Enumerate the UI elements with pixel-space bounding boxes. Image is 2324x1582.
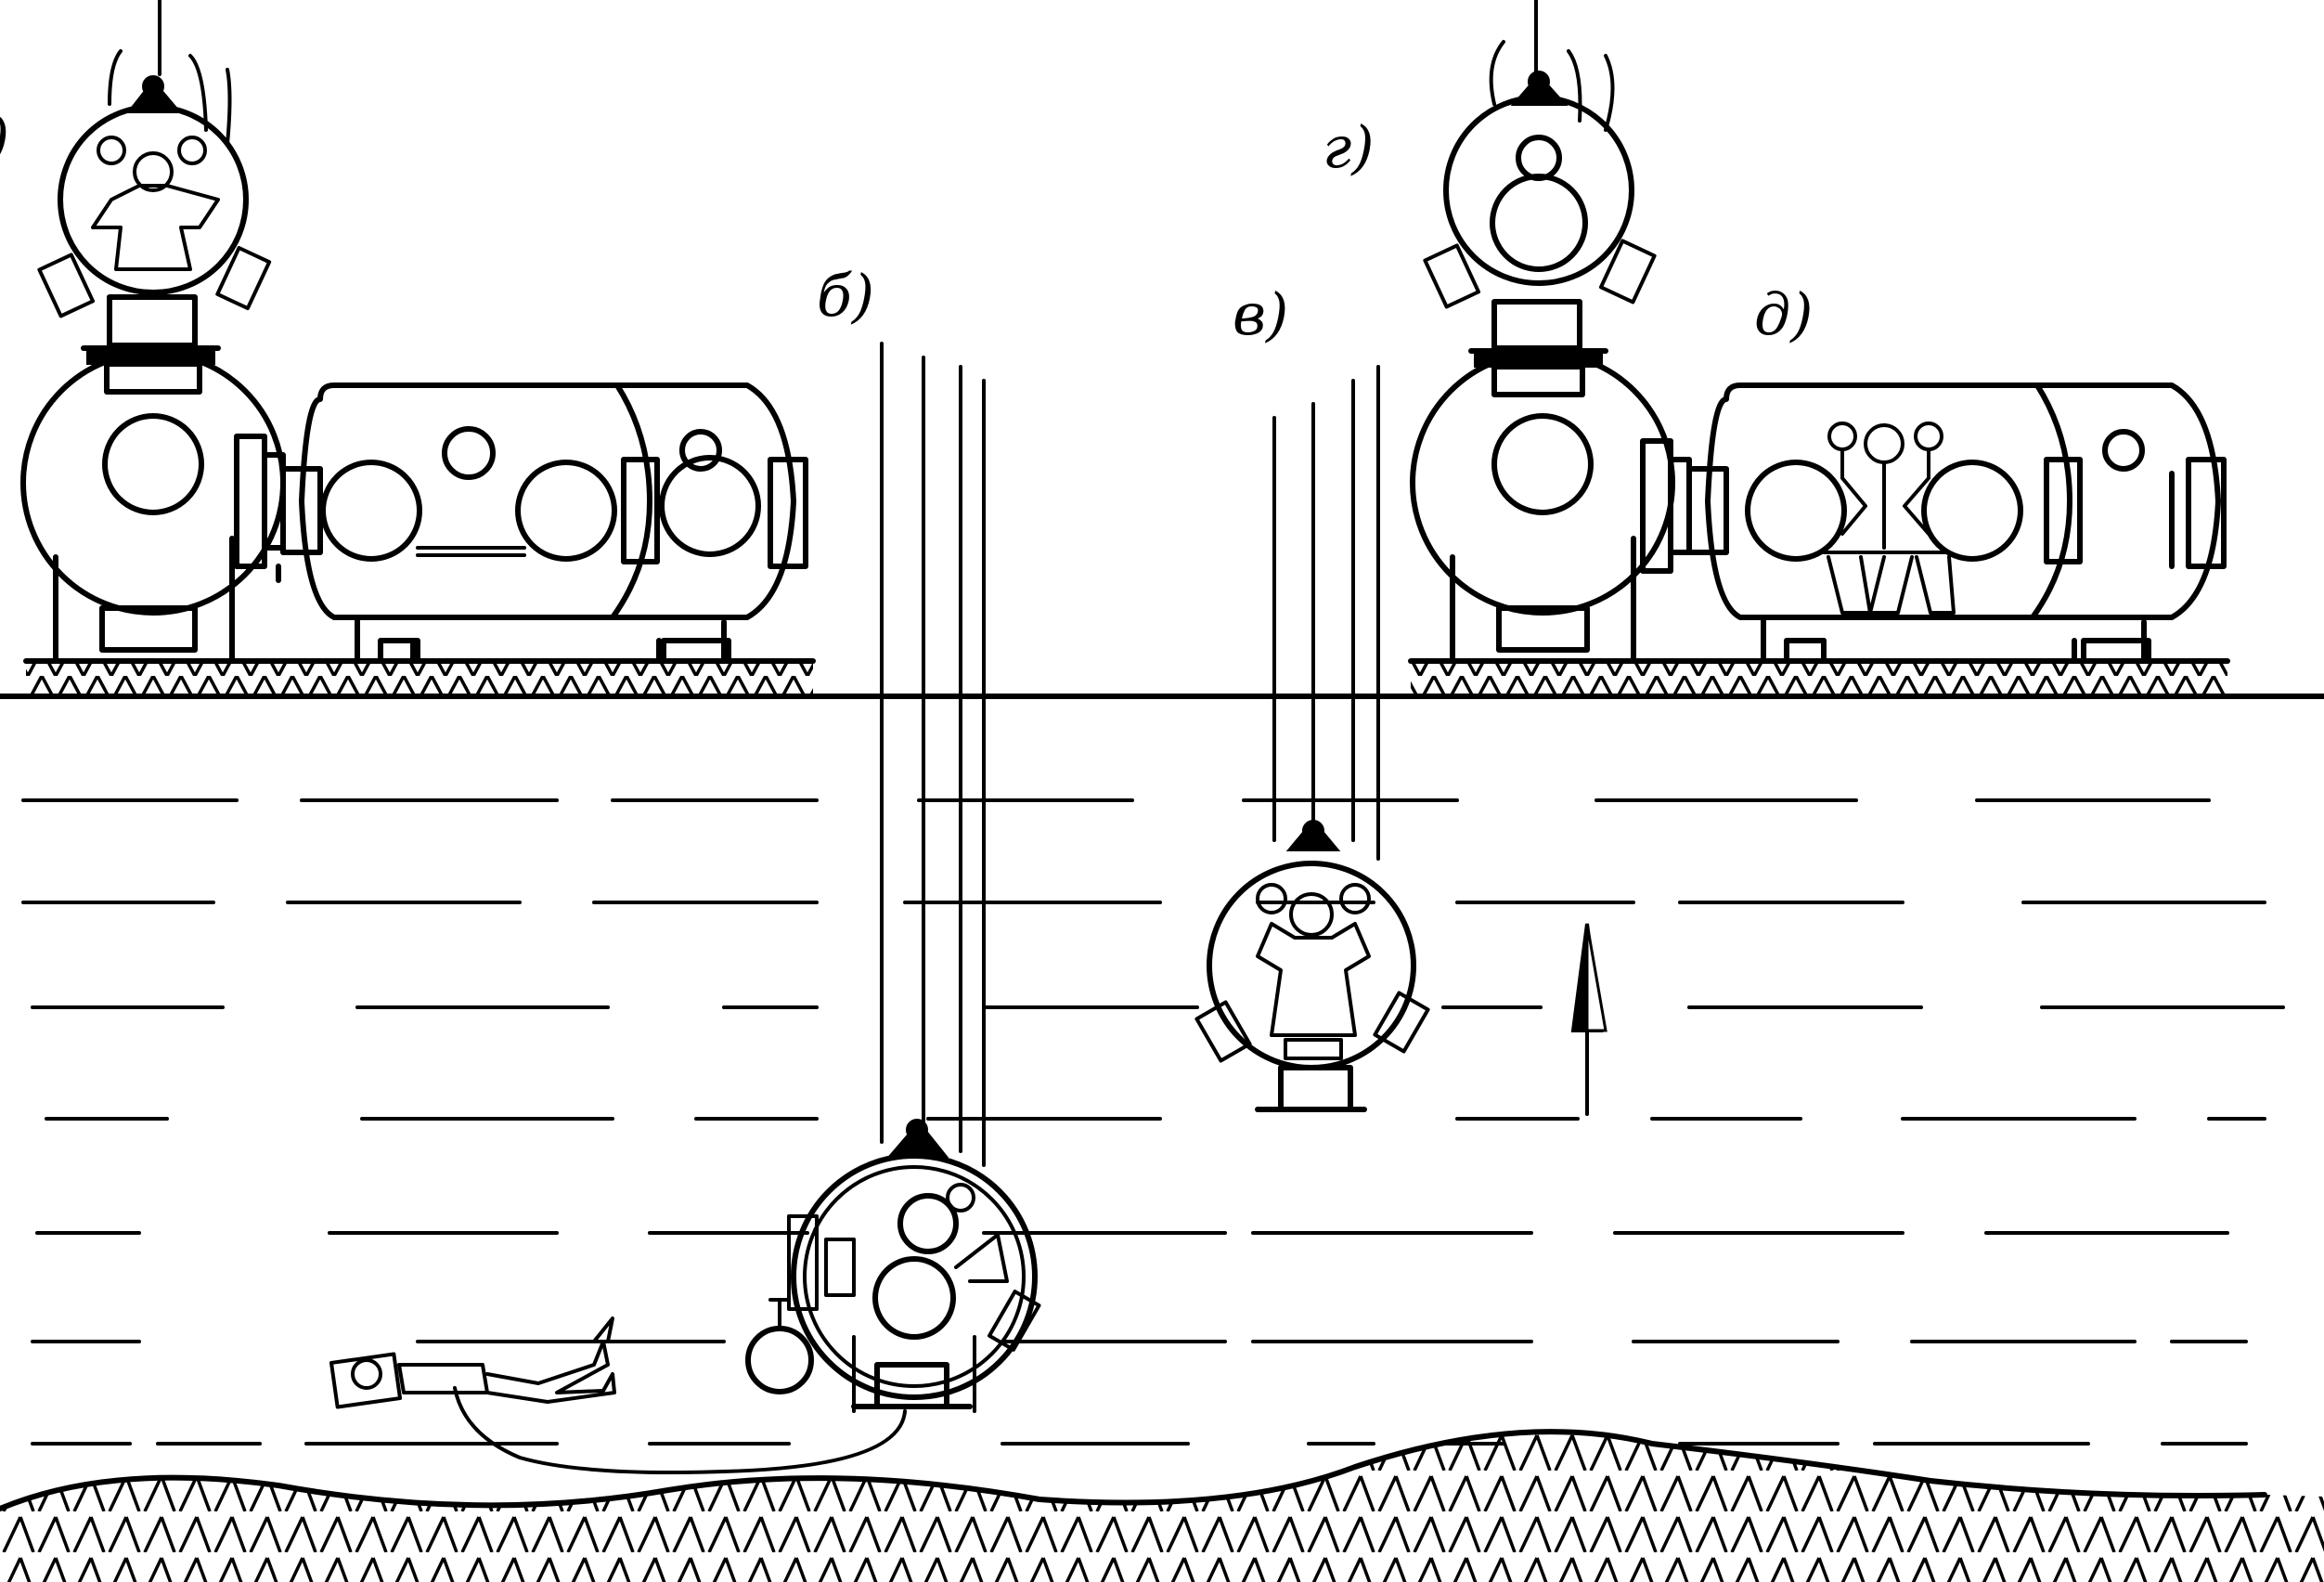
arrow-up-icon <box>1570 923 1607 1116</box>
label-b: б) <box>817 262 874 330</box>
complex-right <box>1410 0 2227 664</box>
deck-right <box>1408 658 2230 694</box>
diving-bell-b <box>453 342 1041 1474</box>
label-v: в) <box>1233 280 1288 348</box>
diving-bell-v <box>1194 365 1430 1112</box>
living-chamber-left <box>299 383 796 620</box>
deck-left <box>23 658 816 694</box>
label-a: ) <box>0 104 9 172</box>
diving-bell-b-hull <box>791 1153 1038 1400</box>
label-d: д) <box>1754 280 1813 348</box>
complex-left <box>20 0 808 664</box>
seabed <box>0 1429 2324 1582</box>
diving-bell-top-right <box>1443 95 1634 286</box>
water-lines <box>21 798 2285 1446</box>
living-chamber-right <box>1705 383 2221 620</box>
diver <box>329 1316 616 1409</box>
label-g: г) <box>1323 113 1375 181</box>
